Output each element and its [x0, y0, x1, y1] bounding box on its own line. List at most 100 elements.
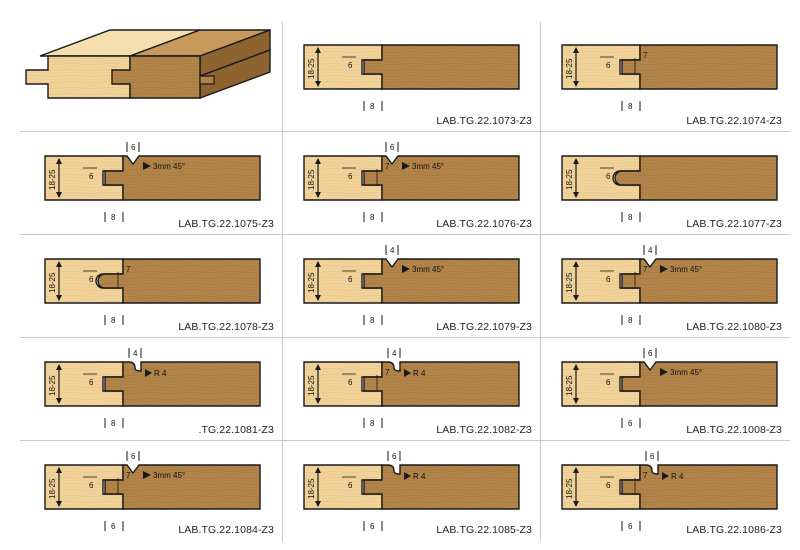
top-width-label: 6 — [650, 452, 655, 461]
thickness-label: 18-25 — [48, 478, 57, 499]
dark-board — [104, 361, 261, 407]
radius-label: R 4 — [413, 472, 426, 481]
thickness-label: 18-25 — [307, 478, 316, 499]
top-width-label: 4 — [648, 246, 653, 255]
profile-cell-1085: 18-25 6 6 6 R 4 LAB.TG.22.1085-Z3 — [282, 440, 540, 540]
radius-arrow — [662, 472, 669, 480]
dark-board — [363, 44, 520, 90]
profile-code: LAB.TG.22.1085-Z3 — [436, 524, 532, 536]
bottom-depth-label: 6 — [370, 522, 375, 531]
dark-board — [363, 464, 520, 510]
thickness-label: 18-25 — [48, 169, 57, 190]
grid-divider-horizontal — [20, 337, 790, 338]
dark-board — [621, 464, 778, 510]
profile-code: .TG.22.1081-Z3 — [198, 424, 274, 436]
groove-depth-label: 6 — [606, 61, 611, 70]
radius-arrow — [404, 472, 411, 480]
chamfer-label: 3mm 45° — [412, 162, 444, 171]
groove-depth-label: 6 — [348, 172, 353, 181]
thickness-label: 18-25 — [307, 169, 316, 190]
radius-label: R 4 — [154, 369, 167, 378]
radius-label: R 4 — [671, 472, 684, 481]
dark-board — [614, 155, 778, 201]
profile-code: LAB.TG.22.1074-Z3 — [686, 115, 782, 127]
tongue-gap-label: 7 — [643, 471, 648, 480]
grid-divider-horizontal — [20, 440, 790, 441]
radius-arrow — [145, 369, 152, 377]
grid-divider-horizontal — [20, 131, 790, 132]
chamfer-arrow — [402, 265, 410, 273]
groove-depth-label: 6 — [348, 378, 353, 387]
top-width-label: 6 — [648, 349, 653, 358]
groove-depth-label: 6 — [606, 172, 611, 181]
thickness-label: 18-25 — [307, 58, 316, 79]
bottom-depth-label: 6 — [628, 522, 633, 531]
bottom-depth-label: 6 — [111, 522, 116, 531]
tongue-gap-label: 7 — [126, 265, 131, 274]
bottom-depth-label: 8 — [370, 213, 375, 222]
chamfer-arrow — [660, 265, 668, 273]
groove-depth-label: 6 — [606, 378, 611, 387]
top-width-label: 6 — [131, 143, 136, 152]
profile-code: LAB.TG.22.1073-Z3 — [436, 115, 532, 127]
profile-code: LAB.TG.22.1086-Z3 — [686, 524, 782, 536]
chamfer-arrow — [143, 471, 151, 479]
chamfer-arrow — [660, 368, 668, 376]
dark-board — [621, 44, 778, 90]
profile-code: LAB.TG.22.1076-Z3 — [436, 218, 532, 230]
chamfer-label: 3mm 45° — [153, 471, 185, 480]
grid-divider-horizontal — [20, 234, 790, 235]
chamfer-label: 3mm 45° — [670, 368, 702, 377]
grid-divider-vertical — [282, 22, 283, 542]
bottom-depth-label: 8 — [628, 102, 633, 111]
bottom-depth-label: 8 — [370, 102, 375, 111]
groove-depth-label: 6 — [348, 481, 353, 490]
top-width-label: 6 — [392, 452, 397, 461]
tongue-gap-label: 7 — [385, 162, 390, 171]
radius-arrow — [404, 369, 411, 377]
bottom-depth-label: 8 — [628, 213, 633, 222]
profile-code: LAB.TG.22.1078-Z3 — [178, 321, 274, 333]
thickness-label: 18-25 — [565, 272, 574, 293]
groove-depth-label: 6 — [89, 378, 94, 387]
groove-depth-label: 6 — [348, 275, 353, 284]
top-width-label: 4 — [133, 349, 138, 358]
thickness-label: 18-25 — [48, 375, 57, 396]
chamfer-label: 3mm 45° — [670, 265, 702, 274]
profile-code: LAB.TG.22.1077-Z3 — [686, 218, 782, 230]
chamfer-arrow — [402, 162, 410, 170]
thickness-label: 18-25 — [565, 58, 574, 79]
top-width-label: 4 — [392, 349, 397, 358]
thickness-label: 18-25 — [565, 375, 574, 396]
profile-code: LAB.TG.22.1079-Z3 — [436, 321, 532, 333]
dark-board — [97, 258, 261, 304]
radius-label: R 4 — [413, 369, 426, 378]
profile-drawing: 18-25 6 6 6 R 4 — [303, 451, 520, 531]
bottom-depth-label: 8 — [111, 316, 116, 325]
thickness-label: 18-25 — [307, 375, 316, 396]
bottom-depth-label: 6 — [628, 419, 633, 428]
profile-code: LAB.TG.22.1080-Z3 — [686, 321, 782, 333]
profile-code: LAB.TG.22.1082-Z3 — [436, 424, 532, 436]
thickness-label: 18-25 — [565, 478, 574, 499]
profile-code: LAB.TG.22.1084-Z3 — [178, 524, 274, 536]
groove-depth-label: 6 — [89, 172, 94, 181]
groove-depth-label: 6 — [89, 481, 94, 490]
